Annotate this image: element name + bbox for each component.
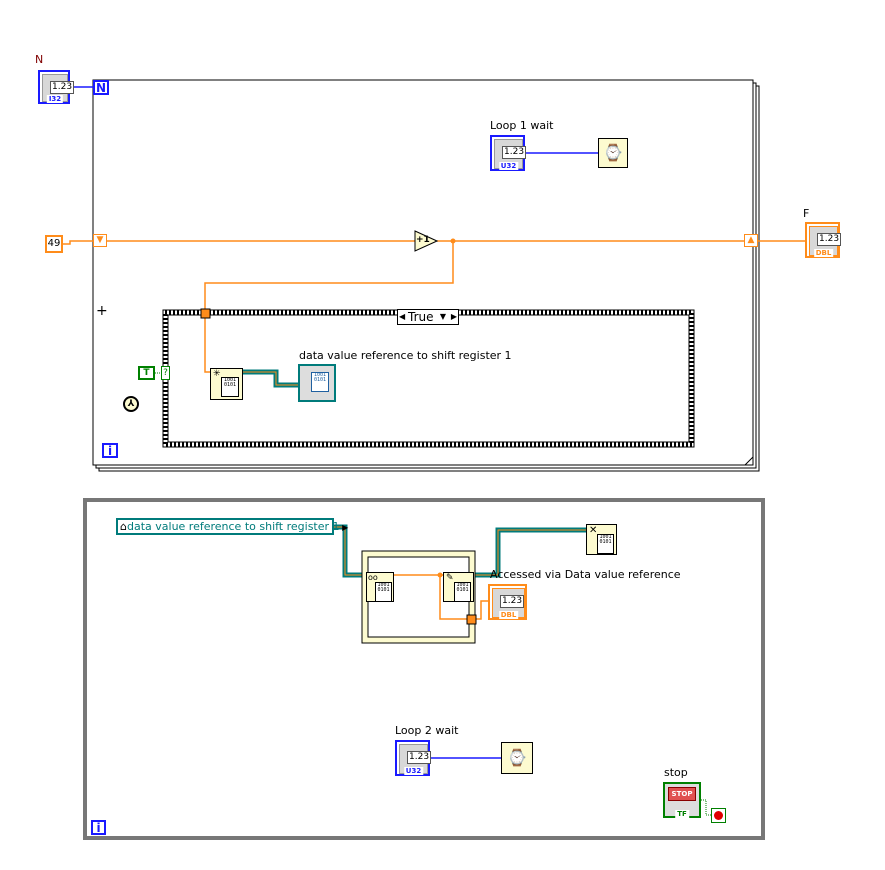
stop-label: stop: [664, 766, 688, 779]
accessed-label: Accessed via Data value reference: [490, 568, 681, 581]
shift-register-left-icon: ▼: [93, 234, 107, 247]
glasses-icon: oo: [368, 573, 378, 582]
wait-ms-icon-2: ⌚: [501, 742, 533, 774]
count-terminal: N: [93, 80, 109, 95]
dvr-indicator-label: data value reference to shift register 1: [299, 349, 512, 362]
f-label: F: [803, 207, 810, 220]
loop2-wait-label: Loop 2 wait: [395, 724, 459, 737]
iteration-terminal: i: [102, 443, 118, 458]
case-structure-border: [162, 309, 695, 448]
plus-cursor-icon: +: [96, 303, 108, 319]
chevron-down-icon[interactable]: ▼: [439, 312, 446, 321]
shift-register-right-icon: ▲: [744, 234, 758, 247]
dvr-constant[interactable]: ⌂data value reference to shift register …: [116, 518, 348, 535]
loop1-wait-label: Loop 1 wait: [490, 119, 554, 132]
case-selector[interactable]: True ▼ ◀ ▶: [397, 309, 459, 325]
wait-ms-icon: ⌚: [598, 138, 628, 168]
constant-49[interactable]: 49: [45, 235, 63, 253]
pencil-icon: ✎: [446, 573, 454, 583]
increment-icon: [414, 230, 438, 252]
new-icon: ✳: [213, 369, 221, 379]
n-label: N: [35, 53, 44, 66]
for-loop-border: [92, 79, 754, 466]
delete-x-icon: ✕: [589, 525, 598, 536]
boolean-constant[interactable]: T: [138, 366, 155, 380]
case-selector-terminal: ?: [161, 366, 170, 380]
case-selector-value: True: [408, 310, 434, 324]
increment-label: +1: [416, 235, 430, 245]
timing-icon: ⅄: [123, 396, 139, 412]
home-icon: ⌂: [120, 520, 127, 533]
increment-case-icon[interactable]: ▶: [450, 312, 457, 321]
loop-condition-terminal: [711, 808, 726, 823]
stop-if-true-icon: [714, 811, 723, 820]
while-loop-border: [83, 498, 765, 840]
decrement-case-icon[interactable]: ◀: [399, 312, 406, 321]
iteration-terminal-2: i: [91, 820, 106, 835]
